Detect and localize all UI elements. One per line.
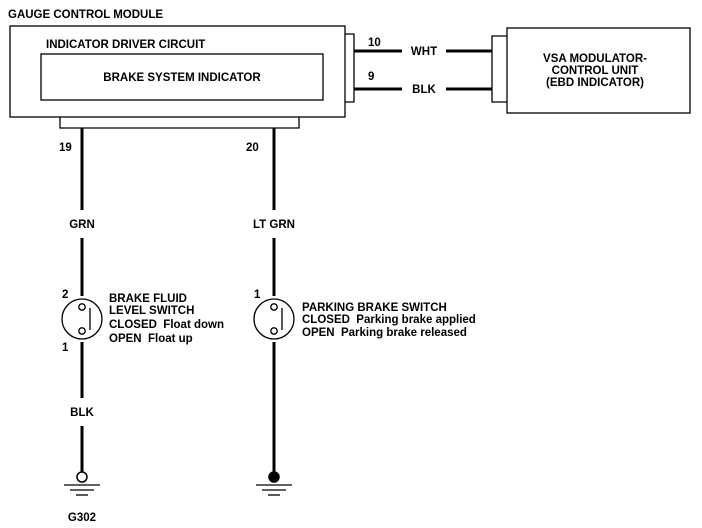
brake-fluid-switch-line4: OPEN Float up bbox=[109, 333, 193, 345]
parking-brake-ground-symbol bbox=[256, 471, 292, 496]
vsa-unit-line2: CONTROL UNIT bbox=[552, 65, 639, 77]
pin-10-label: 10 bbox=[368, 37, 381, 49]
indicator-driver-circuit-label: INDICATOR DRIVER CIRCUIT bbox=[46, 39, 205, 51]
parking-brake-switch-symbol bbox=[253, 298, 295, 340]
vsa-unit-box bbox=[506, 27, 691, 114]
parking-brake-switch-line2: CLOSED Parking brake applied bbox=[302, 314, 476, 326]
pin-19-label: 19 bbox=[59, 142, 72, 154]
vsa-unit-line1: VSA MODULATOR- bbox=[543, 53, 647, 65]
g302-ground-symbol bbox=[64, 471, 100, 496]
vsa-connector-bracket bbox=[491, 35, 507, 103]
blk-wire-color-label: BLK bbox=[412, 84, 436, 96]
lt-grn-wire-color-label: LT GRN bbox=[253, 219, 295, 231]
pin-9-label: 9 bbox=[368, 71, 374, 83]
right-connector-bracket bbox=[345, 33, 355, 103]
brake-system-indicator-box bbox=[40, 53, 324, 101]
brake-fluid-switch-line2: LEVEL SWITCH bbox=[109, 305, 194, 317]
gauge-module-title: GAUGE CONTROL MODULE bbox=[8, 9, 163, 21]
parking-brake-switch-line3: OPEN Parking brake released bbox=[302, 327, 467, 339]
brake-fluid-switch-symbol bbox=[61, 298, 103, 340]
grn-wire-color-label: GRN bbox=[69, 219, 95, 231]
blk-ground-wire-color-label: BLK bbox=[70, 407, 94, 419]
brake-fluid-switch-pin-1: 1 bbox=[62, 342, 69, 354]
parking-brake-switch-line1: PARKING BRAKE SWITCH bbox=[302, 302, 447, 314]
vsa-unit-line3: (EBD INDICATOR) bbox=[546, 77, 644, 89]
parking-brake-switch-pin-1: 1 bbox=[254, 289, 261, 301]
g302-ground-label: G302 bbox=[68, 512, 96, 524]
wht-wire-color-label: WHT bbox=[411, 46, 437, 58]
pin-20-label: 20 bbox=[246, 142, 259, 154]
brake-fluid-switch-line3: CLOSED Float down bbox=[109, 319, 224, 331]
brake-fluid-switch-line1: BRAKE FLUID bbox=[109, 293, 187, 305]
brake-fluid-switch-pin-2: 2 bbox=[62, 289, 68, 301]
brake-system-indicator-label: BRAKE SYSTEM INDICATOR bbox=[103, 72, 261, 84]
bottom-connector-bracket bbox=[59, 117, 300, 129]
